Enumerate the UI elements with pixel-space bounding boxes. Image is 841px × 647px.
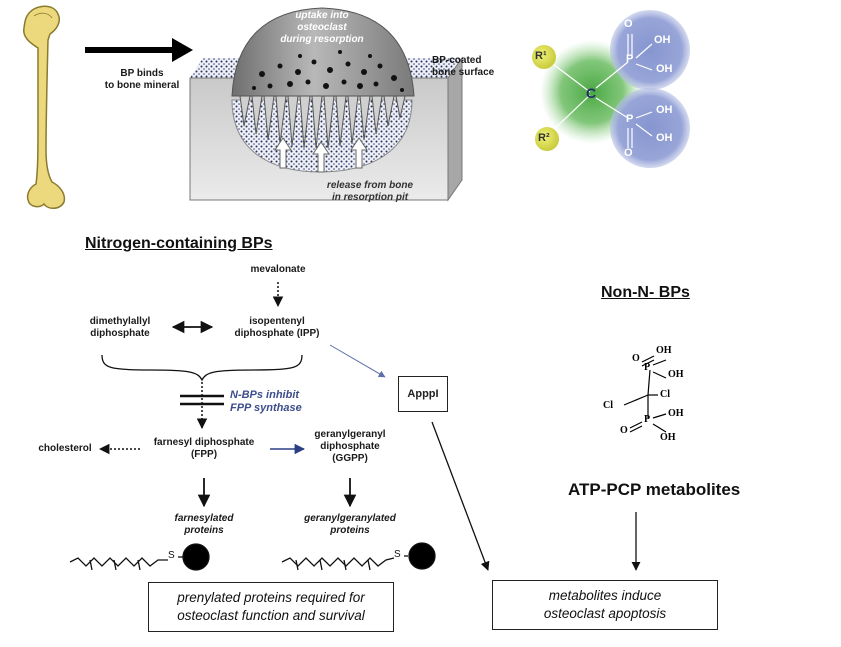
molecule-p-top: P bbox=[626, 53, 634, 65]
farn-line1: farnesylated bbox=[174, 513, 234, 524]
molecule-p-bottom: P bbox=[626, 113, 634, 125]
clod-p2: P bbox=[644, 414, 651, 425]
appi-box: ApppI bbox=[398, 376, 448, 412]
clod-p1: P bbox=[644, 362, 651, 373]
dmapp-line2: diphosphate bbox=[90, 328, 150, 339]
prenylated-box: prenylated proteins required for osteocl… bbox=[148, 582, 394, 632]
gg-s: S bbox=[394, 549, 401, 560]
ggpp-line2: diphosphate bbox=[320, 441, 380, 452]
farnesyl-protein bbox=[69, 543, 210, 571]
uptake-line1: uptake into bbox=[295, 10, 349, 21]
dmapp-label: dimethylallyl diphosphate bbox=[70, 316, 170, 340]
inhibit-line2: FPP synthase bbox=[230, 402, 302, 414]
fpp-line2: (FPP) bbox=[190, 449, 218, 460]
molecule-oh2: OH bbox=[656, 63, 673, 75]
apoptosis-box: metabolites induce osteoclast apoptosis bbox=[492, 580, 718, 630]
molecule-oh4: OH bbox=[656, 132, 673, 144]
clod-o2: O bbox=[620, 425, 628, 436]
release-line1: release from bone bbox=[326, 180, 414, 191]
fpp-label: farnesyl diphosphate (FPP) bbox=[144, 437, 264, 461]
femur-bone bbox=[23, 5, 66, 209]
molecule-r2: R² bbox=[538, 132, 550, 144]
bp-coated-label: BP-coated bone surface bbox=[432, 55, 512, 79]
farn-line2: proteins bbox=[184, 525, 224, 536]
farnesylated-label: farnesylated proteins bbox=[154, 513, 254, 537]
cholesterol-label: cholesterol bbox=[38, 443, 92, 454]
release-line2: in resorption pit bbox=[331, 192, 409, 203]
clod-cl2: Cl bbox=[603, 400, 613, 411]
clod-oh1: OH bbox=[656, 345, 672, 356]
clod-cl1: Cl bbox=[660, 389, 670, 400]
pathway-lines bbox=[98, 282, 641, 571]
nbp-heading: Nitrogen-containing BPs bbox=[85, 235, 273, 252]
clod-o1: O bbox=[632, 353, 640, 364]
non-n-heading: Non-N- BPs bbox=[601, 284, 690, 301]
uptake-label: uptake into osteoclast during resorption bbox=[272, 10, 372, 46]
ipp-to-appi-arrow bbox=[329, 344, 386, 378]
molecule-oh3: OH bbox=[656, 104, 673, 116]
molecule-r1: R¹ bbox=[535, 50, 547, 62]
release-label: release from bone in resorption pit bbox=[310, 180, 430, 204]
inhibit-label: N-BPs inhibit FPP synthase bbox=[230, 389, 302, 415]
ggpp-line3: (GGPP) bbox=[332, 453, 368, 464]
bone-block bbox=[189, 7, 463, 202]
prenylated-line1: prenylated proteins required for bbox=[177, 590, 365, 605]
ggpp-line1: geranylgeranyl bbox=[314, 429, 386, 440]
dmapp-line1: dimethylallyl bbox=[89, 316, 151, 327]
bisphosphonate-molecule bbox=[532, 10, 690, 168]
ipp-line2: diphosphate (IPP) bbox=[234, 328, 320, 339]
geranylgeranyl-protein bbox=[281, 542, 436, 571]
molecule-oh1: OH bbox=[654, 34, 671, 46]
bp-binds-label: BP binds to bone mineral bbox=[92, 68, 192, 92]
uptake-line3: during resorption bbox=[280, 34, 364, 45]
bp-coated-line1: BP-coated bbox=[432, 55, 482, 66]
bp-binds-line1: BP binds bbox=[120, 68, 164, 79]
bp-binds-line2: to bone mineral bbox=[104, 80, 180, 91]
fpp-line1: farnesyl diphosphate bbox=[153, 437, 255, 448]
farnesyl-s: S bbox=[168, 550, 175, 561]
molecule-carbon: C bbox=[586, 85, 597, 101]
gg-line1: geranylgeranylated bbox=[304, 513, 396, 524]
bp-coated-line2: bone surface bbox=[432, 67, 495, 78]
apoptosis-line2: osteoclast apoptosis bbox=[543, 606, 667, 621]
molecule-o-bottom: O bbox=[624, 147, 633, 159]
ipp-label: isopentenyl diphosphate (IPP) bbox=[222, 316, 332, 340]
mevalonate-label: mevalonate bbox=[250, 264, 306, 275]
bp-binds-arrow bbox=[85, 38, 193, 62]
atp-pcp-label: ATP-PCP metabolites bbox=[568, 480, 741, 499]
uptake-line2: osteoclast bbox=[297, 22, 347, 33]
ipp-line1: isopentenyl bbox=[249, 316, 305, 327]
molecule-o-top: O bbox=[624, 18, 633, 30]
ggpp-label: geranylgeranyl diphosphate (GGPP) bbox=[300, 429, 400, 465]
clod-oh2: OH bbox=[668, 369, 684, 380]
gg-line2: proteins bbox=[330, 525, 370, 536]
clod-oh3: OH bbox=[668, 408, 684, 419]
geranylgeranylated-label: geranylgeranylated proteins bbox=[290, 513, 410, 537]
prenylated-line2: osteoclast function and survival bbox=[177, 608, 365, 623]
clodronate-structure bbox=[623, 355, 667, 433]
inhibit-line1: N-BPs inhibit bbox=[230, 389, 300, 401]
clod-oh4: OH bbox=[660, 432, 676, 443]
apoptosis-line1: metabolites induce bbox=[548, 588, 662, 603]
